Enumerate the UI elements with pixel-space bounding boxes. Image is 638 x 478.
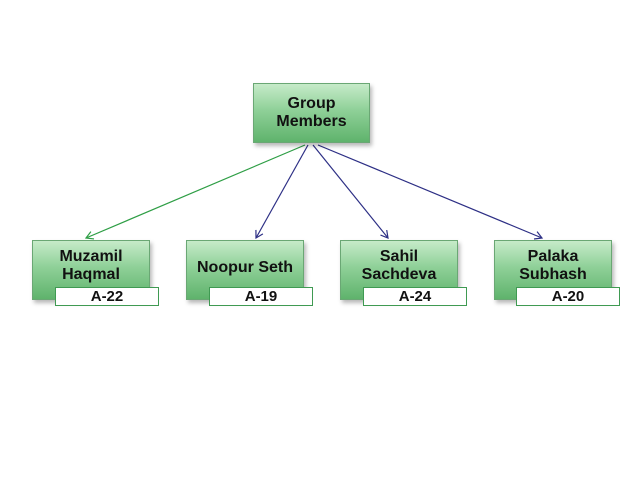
root-label-line1: Group [287, 95, 336, 112]
member-roll-badge: A-22 [55, 287, 159, 306]
connector-to-noopur [255, 144, 309, 240]
root-node-group-members: Group Members [253, 83, 370, 143]
member-name-line1: Noopur Seth [197, 259, 293, 276]
member-roll-badge: A-24 [363, 287, 467, 306]
member-name-line2: Haqmal [62, 266, 120, 283]
member-name-line1: Muzamil [59, 248, 123, 265]
member-name-line1: Palaka [527, 248, 579, 265]
connector-to-muzamil [84, 144, 306, 240]
connector-to-palaka [317, 144, 544, 240]
root-label-line2: Members [276, 113, 347, 130]
member-roll-badge: A-20 [516, 287, 620, 306]
member-name-line1: Sahil [379, 248, 419, 265]
member-name-line2: Sachdeva [361, 266, 437, 283]
member-roll-badge: A-19 [209, 287, 313, 306]
member-name-line2: Subhash [519, 266, 587, 283]
connector-to-sahil [312, 144, 389, 239]
